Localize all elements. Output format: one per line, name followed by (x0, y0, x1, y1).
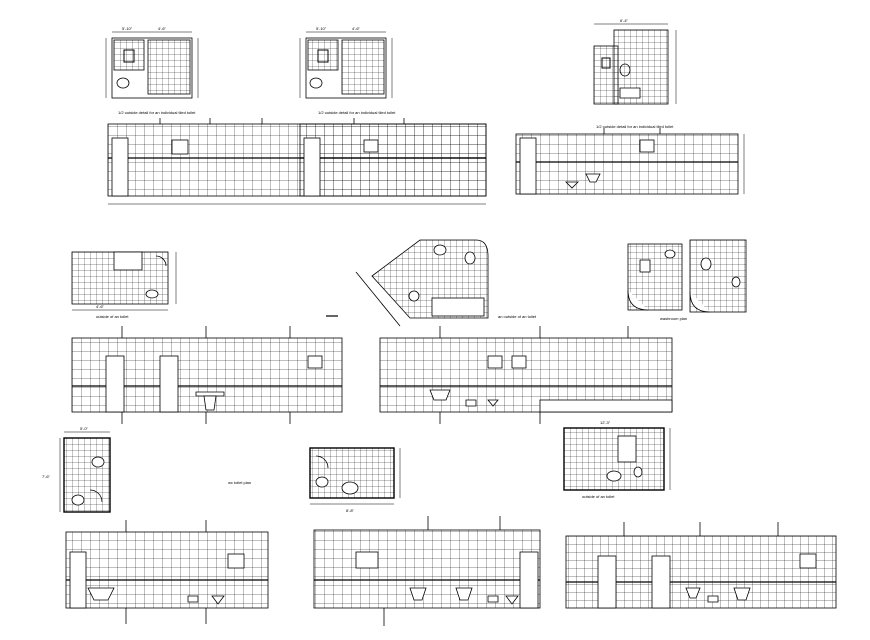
toilet-plan-4 (71, 251, 177, 311)
toilet-plan-9 (563, 427, 671, 491)
dimension-label: 4'-6" (352, 26, 361, 31)
dimension-label: 5'-0" (80, 426, 89, 431)
dimension-label: 5'-10" (316, 26, 327, 31)
plan-note: outside of an toilet (582, 494, 615, 499)
dimension-label: 4'-6" (96, 304, 105, 309)
plan-note: an outside of an toilet (498, 314, 537, 319)
toilet-plan-1 (105, 31, 199, 99)
plan-note: 1/2 outside detail for an individual til… (318, 110, 396, 115)
elevation-2 (299, 118, 487, 205)
elevation-3 (515, 128, 745, 195)
elevation-8 (565, 522, 837, 609)
toilet-plan-2 (299, 31, 393, 99)
elevation-6 (65, 520, 269, 624)
plan-note: 1/2 outside detail for an individual til… (118, 110, 196, 115)
dimension-label: 6'-4" (620, 18, 629, 23)
plan-note: washroom plan (660, 316, 687, 321)
elevation-4 (71, 326, 343, 424)
dimension-label: 5'-10" (122, 26, 133, 31)
toilet-plan-3 (593, 23, 677, 105)
elevation-5 (379, 326, 673, 424)
plan-note: wc toilet plan (228, 480, 251, 485)
elevation-7 (313, 516, 541, 626)
toilet-plan-8 (309, 447, 401, 505)
plan-note: 1/2 outside detail for an individual til… (596, 124, 674, 129)
dimension-label: 7'-6" (42, 474, 51, 479)
dimension-label: 8'-8" (346, 508, 355, 513)
dimension-label: 12'-3" (600, 420, 611, 425)
toilet-plan-7 (59, 431, 111, 513)
toilet-plan-6 (627, 239, 747, 313)
toilet-plan-5 (326, 239, 489, 327)
dimension-label: 4'-6" (158, 26, 167, 31)
plan-note: outside of an toilet (96, 314, 129, 319)
